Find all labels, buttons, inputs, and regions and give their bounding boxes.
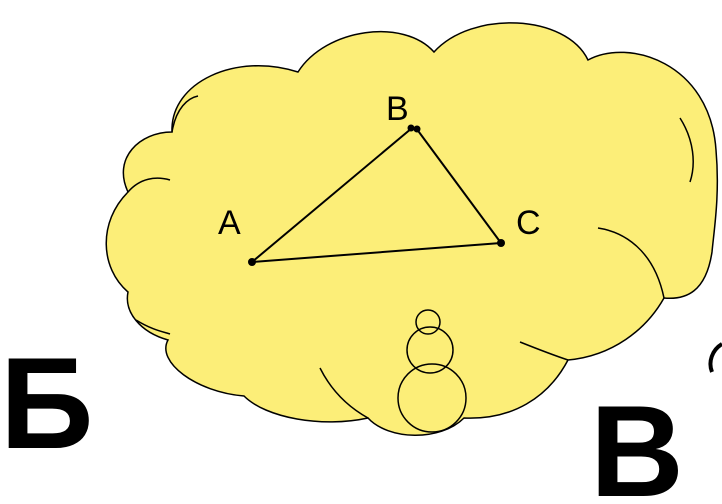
letter-be: Б — [0, 330, 93, 476]
thought-bubble-medium — [406, 326, 454, 374]
point-a-dot — [248, 258, 256, 266]
cloud-bump-right — [597, 227, 665, 299]
point-a-label: A — [218, 204, 241, 242]
cloud-bump-left — [127, 177, 171, 193]
partial-shape-right-edge — [708, 342, 722, 373]
cloud-bump-bottom — [319, 367, 369, 419]
point-b-label: B — [386, 90, 409, 128]
point-b-dot-2 — [413, 125, 421, 133]
thought-bubble-large — [397, 363, 467, 433]
point-c-label: C — [516, 204, 541, 242]
segment-ac — [251, 242, 502, 263]
thought-bubble-small — [415, 309, 441, 335]
segment-bc — [415, 127, 502, 244]
letter-ve: В — [590, 378, 684, 504]
thought-cloud — [105, 22, 719, 436]
cloud-bump-top-left — [171, 95, 199, 133]
cloud-bump-bottom-left — [135, 319, 171, 335]
cloud-bump-bottom-right — [519, 341, 569, 361]
segment-ab — [251, 127, 413, 263]
point-c-dot — [497, 239, 505, 247]
point-b-dot — [407, 124, 415, 132]
cloud-bump-right-top — [679, 117, 694, 183]
